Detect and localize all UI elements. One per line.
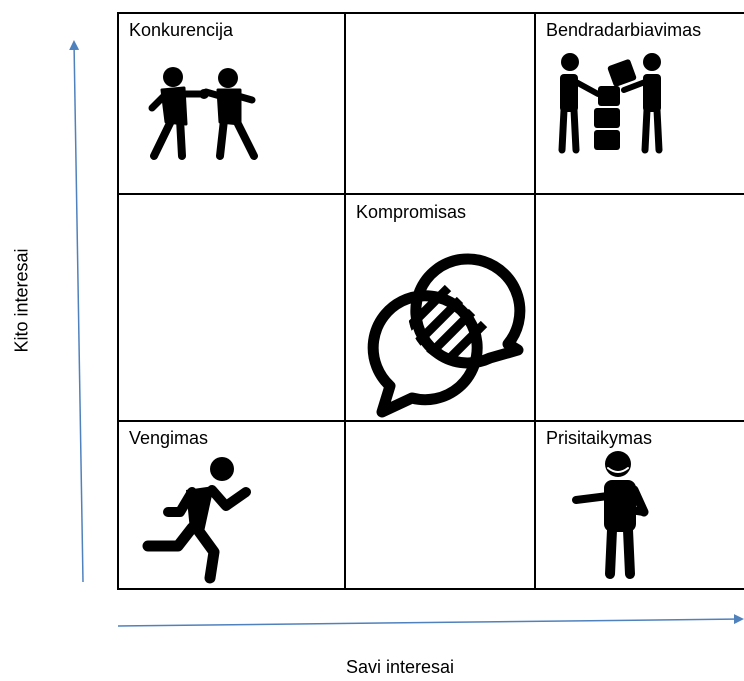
x-axis-label: Savi interesai (346, 657, 455, 677)
grid-border-left (117, 12, 119, 590)
two-people-fighting-icon (136, 64, 266, 162)
y-axis-arrow (69, 40, 84, 583)
overlapping-speech-bubbles-icon (360, 250, 526, 422)
person-offering-hand-icon (570, 450, 654, 582)
label-avoidance: Vengimas (129, 428, 209, 448)
conflict-style-grid (117, 12, 744, 590)
grid-line-1 (117, 193, 744, 195)
y-axis-label: Kito interesai (11, 248, 32, 353)
grid-line-2 (117, 420, 744, 422)
running-person-icon (142, 456, 258, 584)
label-accommodation: Prisitaikymas (546, 428, 653, 448)
label-compromise: Kompromisas (356, 202, 467, 222)
two-people-building-blocks-icon (552, 50, 668, 154)
grid-border-bottom (117, 588, 744, 590)
grid-border-top (117, 12, 744, 14)
x-axis-arrow (117, 614, 744, 627)
label-collaboration: Bendradarbiavimas (546, 20, 702, 40)
label-competition: Konkurencija (129, 20, 234, 40)
grid-col-line-2 (534, 12, 536, 590)
grid-col-line-1 (344, 12, 346, 590)
